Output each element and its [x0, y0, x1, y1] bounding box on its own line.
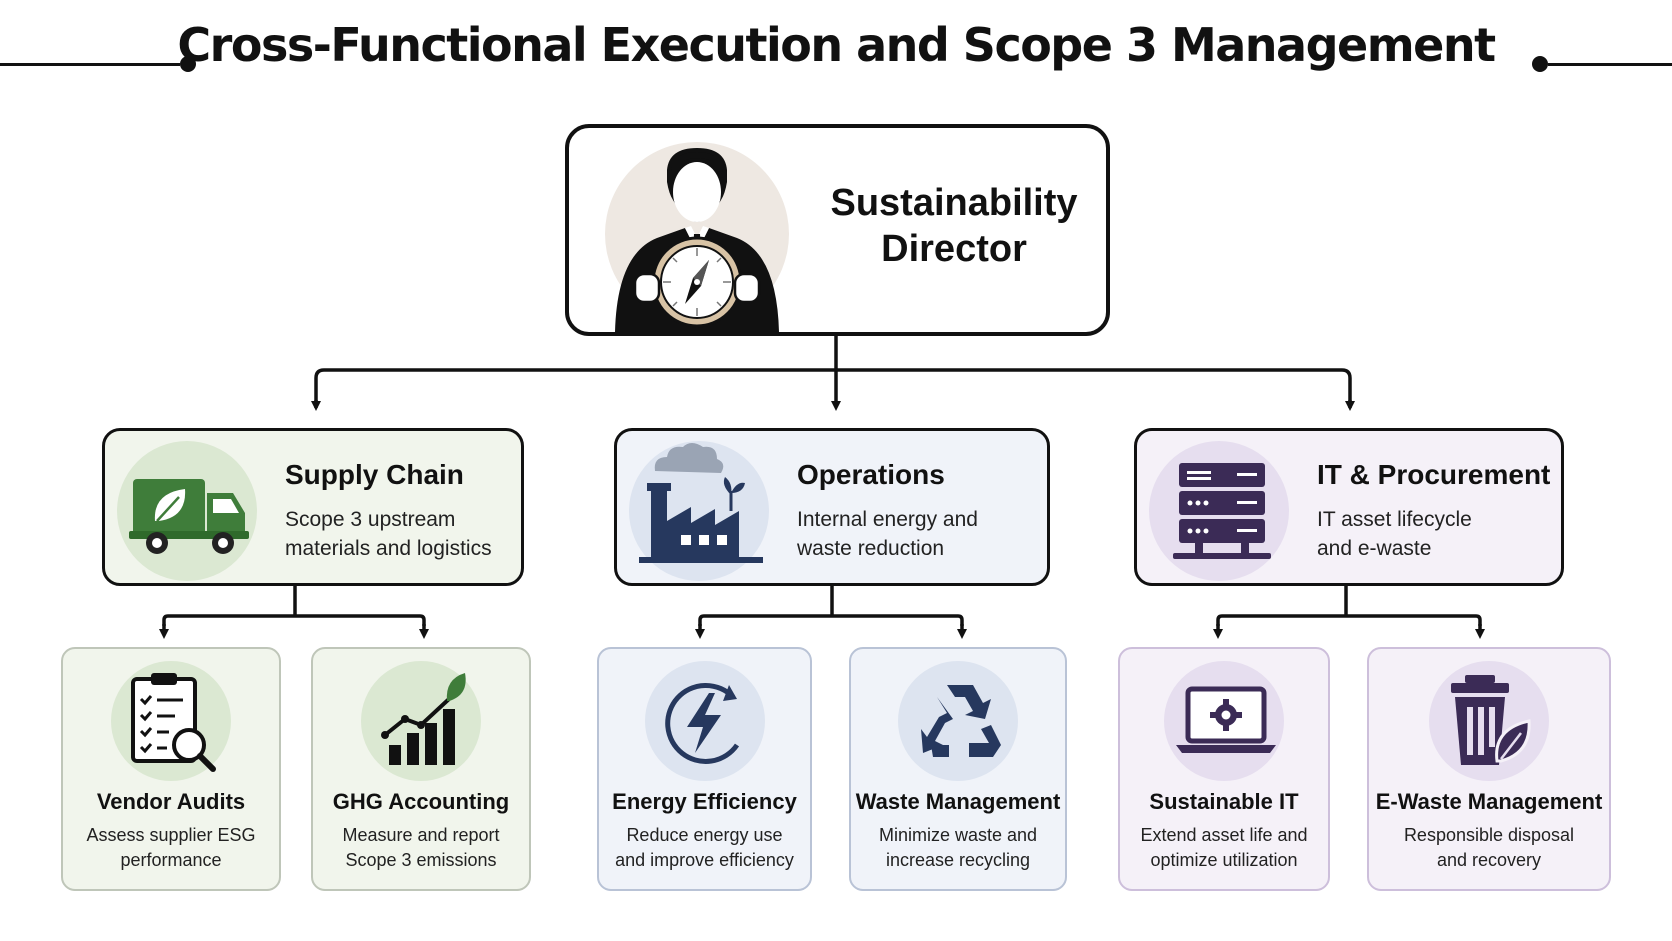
- dept-operations: Operations Internal energy and waste red…: [614, 428, 1050, 586]
- leaf-title: Waste Management: [855, 789, 1061, 814]
- dept-title: Operations: [797, 459, 945, 490]
- director-node: Sustainability Director: [565, 124, 1110, 336]
- leaf-title: E-Waste Management: [1375, 789, 1603, 814]
- leaf-desc: Assess supplier ESG performance: [86, 825, 256, 870]
- title-rule-left: [0, 63, 180, 66]
- dept-title: IT & Procurement: [1317, 459, 1551, 490]
- leaf-desc: Minimize waste and increase recycling: [878, 825, 1038, 870]
- factory-icon: [639, 443, 763, 563]
- leaf-waste-management: Waste Management Minimize waste and incr…: [849, 647, 1067, 891]
- leaf-desc: Extend asset life and optimize utilizati…: [1140, 825, 1308, 870]
- leaf-energy-efficiency: Energy Efficiency Reduce energy use and …: [597, 647, 812, 891]
- leaf-sustainable-it: Sustainable IT Extend asset life and opt…: [1118, 647, 1330, 891]
- leaf-vendor-audits: Vendor Audits Assess supplier ESG perfor…: [61, 647, 281, 891]
- leaf-title: Energy Efficiency: [612, 789, 797, 814]
- growth-chart-icon: [381, 673, 466, 765]
- clipboard-audit-icon: [131, 673, 216, 772]
- leaf-desc: Measure and report Scope 3 emissions: [342, 825, 500, 870]
- leaf-ewaste-management: E-Waste Management Responsible disposal …: [1367, 647, 1611, 891]
- leaf-title: Vendor Audits: [96, 789, 246, 814]
- leaf-title: GHG Accounting: [332, 789, 510, 814]
- dept-it-procurement: IT & Procurement IT asset lifecycle and …: [1134, 428, 1564, 586]
- leaf-icon-circle: [898, 661, 1018, 781]
- trash-leaf-icon: [1451, 675, 1531, 765]
- title-dot-right: [1532, 56, 1548, 72]
- dept-supply-chain: Supply Chain Scope 3 upstream materials …: [102, 428, 524, 586]
- businessman-compass-icon: [605, 142, 789, 332]
- director-title: Sustainability Director: [830, 182, 1078, 270]
- page-title: Cross-Functional Execution and Scope 3 M…: [177, 18, 1496, 72]
- recycle-icon: [921, 685, 1001, 757]
- energy-bolt-icon: [665, 682, 740, 764]
- title-rule-right: [1548, 63, 1672, 66]
- leaf-title: Sustainable IT: [1149, 789, 1299, 814]
- eco-truck-icon: [129, 479, 249, 554]
- leaf-ghg-accounting: GHG Accounting Measure and report Scope …: [311, 647, 531, 891]
- dept-title: Supply Chain: [285, 459, 464, 490]
- laptop-gear-icon: [1176, 686, 1276, 753]
- title-dot-left: [180, 56, 196, 72]
- dept-desc: IT asset lifecycle and e-waste: [1317, 508, 1472, 560]
- leaf-desc: Responsible disposal and recovery: [1403, 825, 1575, 870]
- leaf-desc: Reduce energy use and improve efficiency: [615, 825, 794, 870]
- dept-desc: Internal energy and waste reduction: [797, 508, 978, 560]
- server-rack-icon: [1173, 463, 1271, 559]
- dept-desc: Scope 3 upstream materials and logistics: [285, 508, 492, 560]
